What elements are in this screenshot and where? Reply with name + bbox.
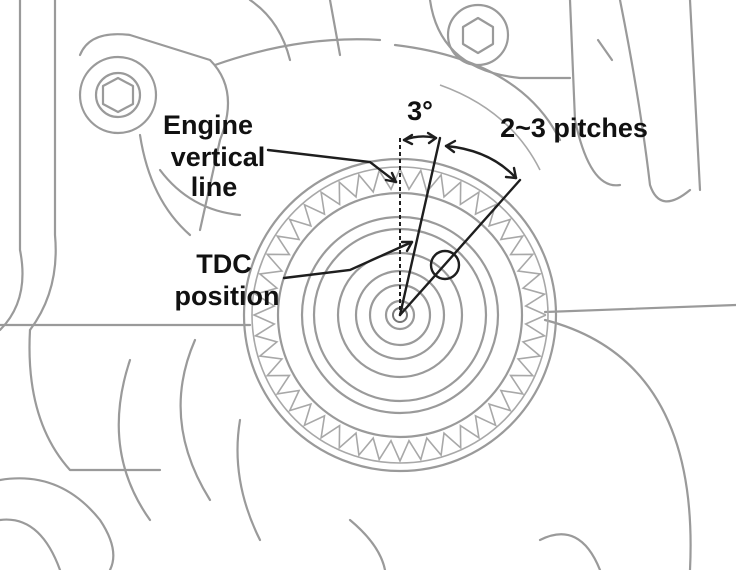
leader-lines [266, 148, 414, 280]
angle-3deg-label: 3° [407, 96, 433, 126]
tdc-label-line2: position [175, 281, 280, 311]
engine-label-line3: line [191, 172, 238, 202]
angle-3deg-arrow [402, 131, 438, 146]
pitches-label: 2~3 pitches [500, 113, 648, 143]
engine-label-line1: Engine [163, 110, 253, 140]
sprocket-teeth-path [252, 167, 547, 463]
pitches-arrow [444, 139, 518, 180]
sprocket-teeth [252, 167, 547, 463]
tdc-label-line1: TDC [196, 249, 252, 279]
tdc-position-line [398, 136, 442, 317]
mark-line [398, 178, 522, 317]
engine-label-line2: vertical [171, 142, 266, 172]
